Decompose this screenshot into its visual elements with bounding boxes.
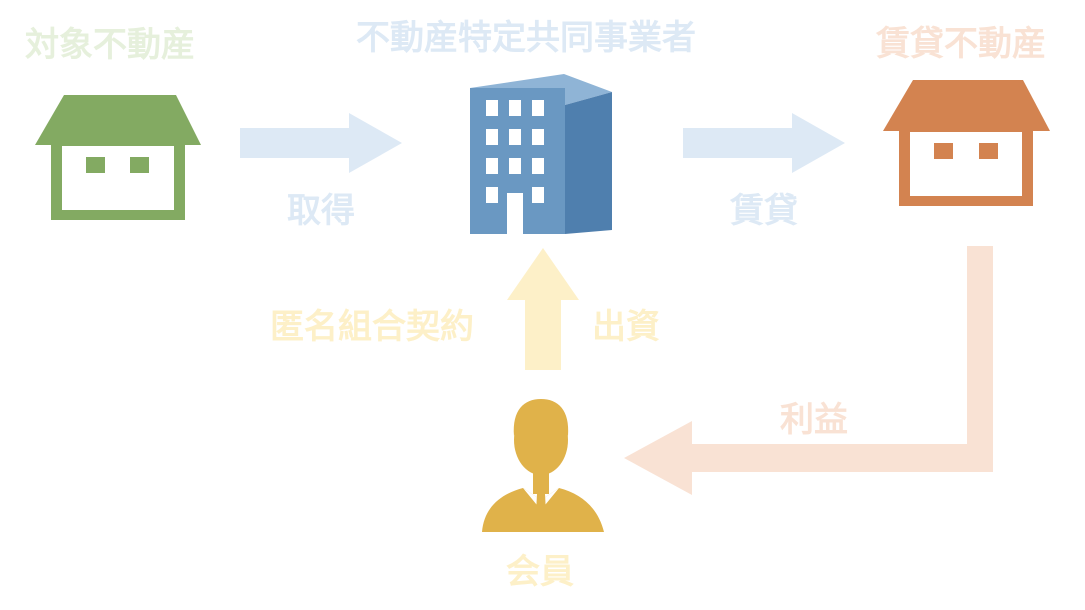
target-property-label: 対象不動産 [25,25,195,65]
investment-arrow [507,248,579,370]
acquisition-arrow [240,113,402,173]
member-label: 会員 [506,552,574,592]
profit-label: 利益 [780,400,848,440]
house-icon [35,95,201,220]
leased-property-label: 賃貸不動産 [876,24,1046,64]
contract-label: 匿名組合契約 [270,307,474,347]
leasing-arrow [683,113,845,173]
house-icon [883,80,1050,206]
person-icon [482,399,604,532]
acquisition-label: 取得 [287,191,355,231]
office-building-icon [470,74,612,234]
investment-label: 出資 [592,307,660,347]
profit-arrow [624,246,993,495]
operator-label: 不動産特定共同事業者 [356,18,696,58]
leasing-label: 賃貸 [730,191,798,231]
